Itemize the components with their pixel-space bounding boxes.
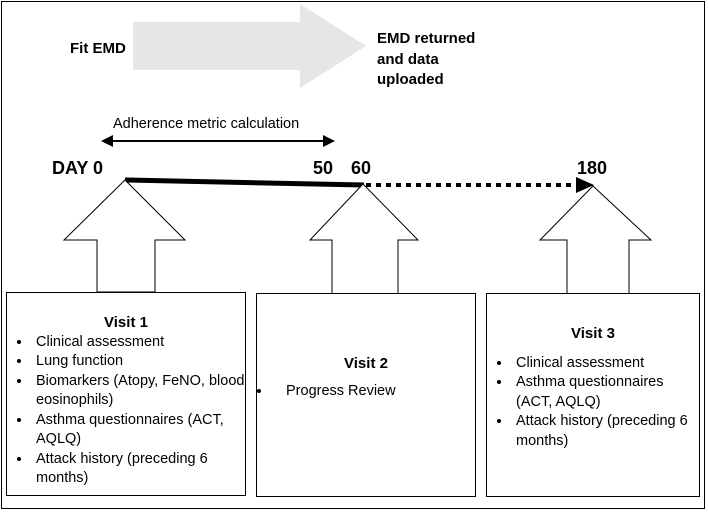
- fit-emd-label: Fit EMD: [70, 40, 126, 57]
- day-label: DAY 0: [52, 158, 103, 179]
- list-item: Asthma questionnaires (ACT, AQLQ): [32, 411, 245, 450]
- list-item: Clinical assessment: [32, 333, 245, 353]
- tick-60: 60: [351, 158, 372, 178]
- visit-3-box: Visit 3 Clinical assessment Asthma quest…: [486, 293, 700, 497]
- emd-returned-label: EMD returned and data uploaded: [377, 30, 476, 88]
- tick-180: 180: [577, 158, 608, 178]
- visit-1-title: Visit 1: [104, 314, 148, 331]
- emd-period-arrow: [133, 4, 366, 88]
- tick-0: 0: [93, 158, 104, 178]
- adherence-label: Adherence metric calculation: [113, 116, 300, 132]
- visit-1-list: Clinical assessment Lung function Biomar…: [7, 333, 245, 489]
- visit-1-box: Visit 1 Clinical assessment Lung functio…: [6, 292, 246, 496]
- timeline-solid: [124, 177, 365, 188]
- list-item: Attack history (preceding 6 months): [512, 412, 699, 451]
- visit-2-box: Visit 2 Progress Review: [256, 293, 476, 497]
- visit3-up-arrow: [538, 185, 653, 295]
- list-item: Attack history (preceding 6 months): [32, 450, 245, 489]
- tick-50: 50: [313, 158, 334, 178]
- adherence-right-arrowhead: [323, 135, 335, 147]
- visit-2-title: Visit 2: [344, 355, 388, 372]
- list-item: Progress Review: [272, 382, 475, 402]
- day-prefix: DAY: [52, 158, 89, 178]
- visit2-up-arrow: [308, 183, 420, 295]
- timeline-arrowhead: [576, 177, 594, 193]
- visit1-up-arrow: [62, 179, 187, 293]
- list-item: Asthma questionnaires (ACT, AQLQ): [512, 373, 699, 412]
- list-item: Biomarkers (Atopy, FeNO, blood eosinophi…: [32, 372, 245, 411]
- visit-2-list: Progress Review: [257, 382, 475, 402]
- visit-3-list: Clinical assessment Asthma questionnaire…: [487, 354, 699, 452]
- adherence-left-arrowhead: [101, 135, 113, 147]
- list-item: Clinical assessment: [512, 354, 699, 374]
- list-item: Lung function: [32, 352, 245, 372]
- visit-3-title: Visit 3: [571, 325, 615, 342]
